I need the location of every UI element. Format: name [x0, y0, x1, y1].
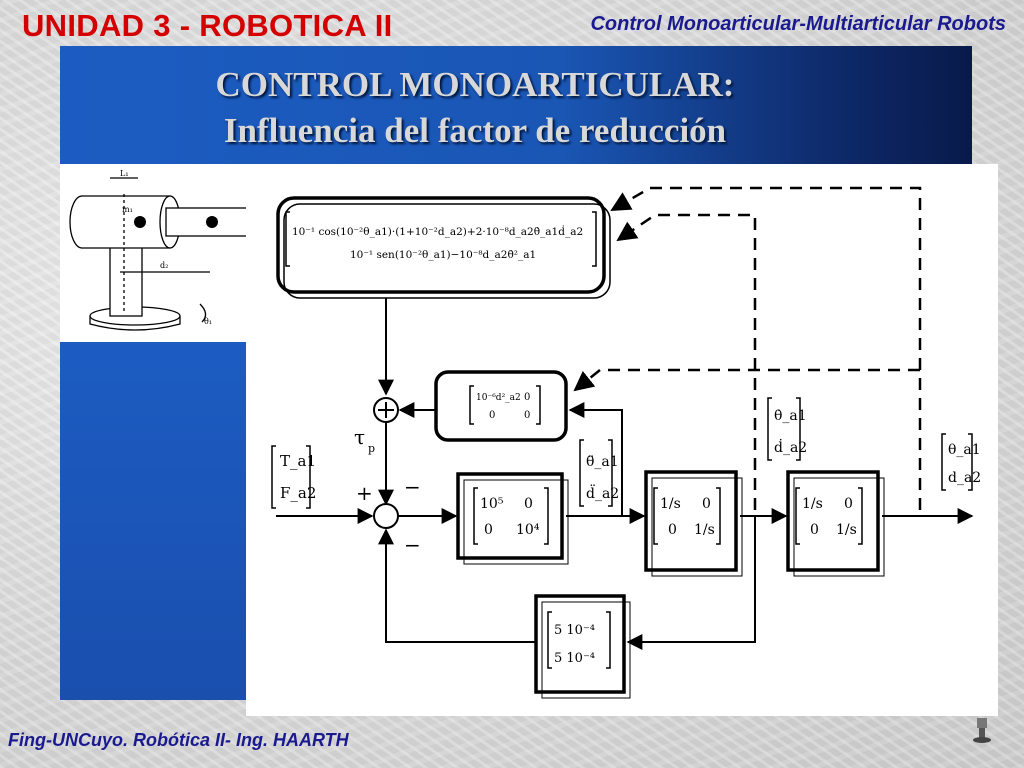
- small-block-r2c1: 0: [489, 410, 495, 421]
- int2-r2c1: 0: [810, 522, 819, 538]
- input-torque: T_a1: [280, 452, 316, 470]
- slide-title-line1: CONTROL MONOARTICULAR:: [215, 65, 735, 104]
- top-block-line1: 10⁻¹ cos(10⁻²θ_a1)·(1+10⁻²d_a2)+2·10⁻⁸d_…: [292, 224, 583, 238]
- int1-r2c1: 0: [668, 522, 677, 538]
- int1-r1c2: 0: [702, 496, 711, 512]
- int2-r1c1: 1/s: [802, 496, 823, 512]
- input-force: F_a2: [280, 484, 316, 502]
- footer-credit: Fing-UNCuyo. Robótica II- Ing. HAARTH: [8, 730, 349, 750]
- int2-r1c2: 0: [844, 496, 853, 512]
- vel-theta-label: θ̇_a1: [774, 408, 807, 424]
- integrator-1-block: [644, 470, 738, 572]
- top-block-line2: 10⁻¹ sen(10⁻²θ_a1)−10⁻⁸d_a2θ̇²_a1: [350, 248, 536, 261]
- nonlinear-gravity-block: [276, 196, 606, 294]
- small-block-r1c1: 10⁻⁶d²_a2: [476, 393, 521, 403]
- small-block-r1c2: 0: [524, 392, 530, 403]
- minus-sign-lower: −: [404, 533, 421, 557]
- feedback-r2: 5 10⁻⁴: [554, 651, 595, 666]
- minus-sign-upper: −: [404, 475, 421, 499]
- left-blue-panel: [60, 342, 246, 700]
- integrator-2-block: [786, 470, 880, 572]
- plus-sign: +: [356, 481, 373, 505]
- int1-r1c1: 1/s: [660, 496, 681, 512]
- out-d-label: d_a2: [948, 470, 981, 486]
- coriolis-block: [434, 370, 568, 442]
- robot-sketch-image: L₁ m₁ d₂ θ₁: [69, 169, 246, 331]
- feedback-r1: 5 10⁻⁴: [554, 623, 595, 638]
- damping-feedback-block: [534, 594, 626, 694]
- accel-theta-label: θ̈_a1: [586, 454, 619, 470]
- gain-r1c2: 0: [524, 496, 533, 512]
- label-d2: d₂: [160, 261, 168, 270]
- vel-d-label: ḋ_a2: [774, 438, 807, 456]
- gain-r1c1: 10⁵: [480, 496, 504, 512]
- int1-r2c2: 1/s: [694, 522, 715, 538]
- gain-r2c1: 0: [484, 522, 493, 538]
- summing-junction-main: [373, 503, 399, 529]
- robot-arm-icon: [973, 718, 991, 743]
- unit-title: UNIDAD 3 - ROBOTICA II: [22, 8, 393, 43]
- accel-d-label: d̈_a2: [586, 483, 619, 502]
- label-L1: L₁: [120, 169, 129, 178]
- small-block-r2c2: 0: [524, 410, 530, 421]
- label-m1: m₁: [122, 205, 133, 214]
- int2-r2c2: 1/s: [836, 522, 857, 538]
- out-theta-label: θ_a1: [948, 442, 981, 458]
- tau-label: τ: [354, 425, 365, 449]
- tau-subscript: p: [368, 442, 375, 455]
- robot-image-panel: [60, 164, 246, 342]
- slide-title: CONTROL MONOARTICULAR: Influencia del fa…: [60, 62, 890, 154]
- title-band: [60, 46, 972, 164]
- label-theta1: θ₁: [204, 317, 212, 326]
- course-topic-title: Control Monoarticular-Multiarticular Rob…: [590, 13, 1006, 35]
- gain-r2c2: 10⁴: [516, 522, 540, 538]
- slide-title-line2: Influencia del factor de reducción: [223, 111, 727, 150]
